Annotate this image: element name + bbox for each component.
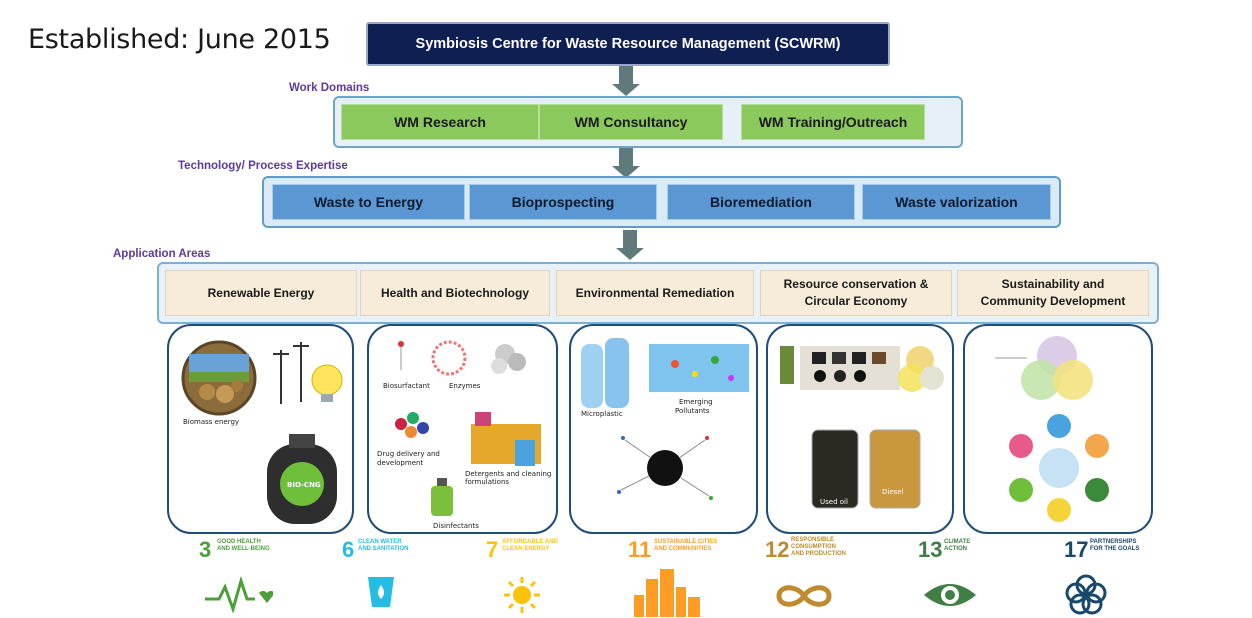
card-resource-conservation: Used oil Diesel xyxy=(766,324,954,534)
area-sustainability-line2: Community Development xyxy=(980,294,1126,308)
sdg-6-text-2: AND SANITATION xyxy=(358,546,409,552)
tech-bioprospecting: Bioprospecting xyxy=(469,184,657,220)
tech-waste-valorization: Waste valorization xyxy=(862,184,1051,220)
application-areas-panel: Renewable Energy Health and Biotechnolog… xyxy=(157,262,1159,324)
sdg-12: 12 RESPONSIBLE CONSUMPTION AND PRODUCTIO… xyxy=(765,533,885,618)
sdg-3: 3 GOOD HEALTH AND WELL-BEING xyxy=(199,533,309,618)
heartbeat-icon xyxy=(205,575,273,613)
area-renewable-energy-label: Renewable Energy xyxy=(207,285,315,300)
health-biotech-illustration xyxy=(395,340,541,516)
drug-delivery-label-1: Drug delivery and xyxy=(377,450,440,458)
sdg-6-text-1: CLEAN WATER xyxy=(358,539,402,545)
enzymes-label: Enzymes xyxy=(449,382,481,390)
disinfectants-label: Disinfectants xyxy=(433,522,479,530)
sdg-13-text-1: CLIMATE xyxy=(944,539,971,545)
area-health-biotech: Health and Biotechnology xyxy=(360,270,550,316)
down-arrow-2 xyxy=(612,148,640,178)
emerging-label-1: Emerging xyxy=(679,398,713,406)
sdg-11-text-1: SUSTAINABLE CITIES xyxy=(654,539,718,545)
resource-conservation-illustration xyxy=(780,346,944,509)
technology-panel: Waste to Energy Bioprospecting Bioremedi… xyxy=(262,176,1061,228)
environmental-remediation-illustration xyxy=(581,338,749,500)
sdg-12-text-2: CONSUMPTION xyxy=(791,544,836,550)
sdg-7-text-2: CLEAN ENERGY xyxy=(502,546,550,552)
area-resource-conservation: Resource conservation & Circular Economy xyxy=(760,270,952,316)
header-title: Symbiosis Centre for Waste Resource Mana… xyxy=(415,36,841,52)
sdg-17: 17 PARTNERSHIPS FOR THE GOALS xyxy=(1064,533,1174,618)
area-resource-conservation-line1: Resource conservation & xyxy=(783,277,929,291)
biomass-energy-label: Biomass energy xyxy=(183,418,240,426)
area-sustainability-line1: Sustainability and xyxy=(1001,277,1105,291)
sdg-3-text-2: AND WELL-BEING xyxy=(217,546,270,552)
drug-delivery-label-2: development xyxy=(377,459,424,467)
established-text: Established: June 2015 xyxy=(28,24,331,55)
card-sustainability xyxy=(963,324,1153,534)
used-oil-label: Used oil xyxy=(820,498,848,506)
sdg-13-text-2: ACTION xyxy=(944,546,967,552)
diesel-label: Diesel xyxy=(882,488,904,496)
sdg-11-number: 11 xyxy=(628,537,652,562)
tech-waste-to-energy: Waste to Energy xyxy=(272,184,465,220)
card-renewable-energy: Biomass energy BIO-CNG xyxy=(167,324,354,534)
area-health-biotech-label: Health and Biotechnology xyxy=(380,285,529,300)
sdg-13: 13 CLIMATE ACTION xyxy=(918,533,1028,618)
down-arrow-3 xyxy=(616,230,644,260)
header-title-box: Symbiosis Centre for Waste Resource Mana… xyxy=(366,22,890,66)
sdg-7-number: 7 xyxy=(486,537,499,562)
sun-icon xyxy=(504,577,540,613)
sustainability-illustration xyxy=(995,336,1109,522)
work-domains-panel: WM Research WM Consultancy WM Training/O… xyxy=(333,96,963,148)
sdg-12-number: 12 xyxy=(765,537,790,562)
area-sustainability: Sustainability and Community Development xyxy=(957,270,1149,316)
area-renewable-energy: Renewable Energy xyxy=(165,270,357,316)
sdg-11: 11 SUSTAINABLE CITIES AND COMMUNITIES xyxy=(628,533,748,618)
sdg-12-text-1: RESPONSIBLE xyxy=(791,537,835,543)
work-domain-consultancy: WM Consultancy xyxy=(539,104,723,140)
sdg-17-number: 17 xyxy=(1064,537,1089,562)
biosurfactant-label: Biosurfactant xyxy=(383,382,430,390)
tech-bioremediation: Bioremediation xyxy=(667,184,855,220)
detergents-label-2: formulations xyxy=(465,478,510,486)
area-environmental-remediation: Environmental Remediation xyxy=(556,270,754,316)
water-drop-icon xyxy=(368,577,394,607)
sdg-3-text-1: GOOD HEALTH xyxy=(217,539,261,545)
sdg-11-text-2: AND COMMUNITIES xyxy=(654,546,712,552)
application-areas-label: Application Areas xyxy=(113,248,211,260)
sdg-7: 7 AFFORDABLE AND CLEAN ENERGY xyxy=(486,533,596,618)
card-environmental-remediation: Microplastic Emerging Pollutants xyxy=(569,324,758,534)
sdg-7-text-1: AFFORDABLE AND xyxy=(502,539,558,545)
area-resource-conservation-line2: Circular Economy xyxy=(804,294,908,308)
sdg-3-number: 3 xyxy=(199,537,212,562)
sdg-6-number: 6 xyxy=(342,537,355,562)
sdg-17-text-1: PARTNERSHIPS xyxy=(1090,539,1137,545)
work-domains-label: Work Domains xyxy=(289,82,370,94)
sdg-13-number: 13 xyxy=(918,537,943,562)
work-domain-training: WM Training/Outreach xyxy=(741,104,925,140)
sdg-6: 6 CLEAN WATER AND SANITATION xyxy=(342,533,452,618)
card-health-biotech: Biosurfactant Enzymes Drug delivery and … xyxy=(367,324,558,534)
renewable-energy-illustration xyxy=(181,340,343,524)
city-icon xyxy=(634,569,700,617)
down-arrow-1 xyxy=(612,66,640,96)
infinity-icon xyxy=(776,585,832,607)
flower-rings-icon xyxy=(1065,574,1107,615)
detergents-label-1: Detergents and cleaning xyxy=(465,470,552,478)
work-domain-research: WM Research xyxy=(341,104,539,140)
sdg-17-text-2: FOR THE GOALS xyxy=(1090,546,1140,552)
sdg-12-text-3: AND PRODUCTION xyxy=(791,551,846,557)
microplastic-label: Microplastic xyxy=(581,410,623,418)
biocng-label: BIO-CNG xyxy=(287,481,321,489)
area-environmental-remediation-label: Environmental Remediation xyxy=(575,285,735,300)
eye-globe-icon xyxy=(924,584,976,606)
technology-label: Technology/ Process Expertise xyxy=(178,160,348,172)
emerging-label-2: Pollutants xyxy=(675,407,710,415)
